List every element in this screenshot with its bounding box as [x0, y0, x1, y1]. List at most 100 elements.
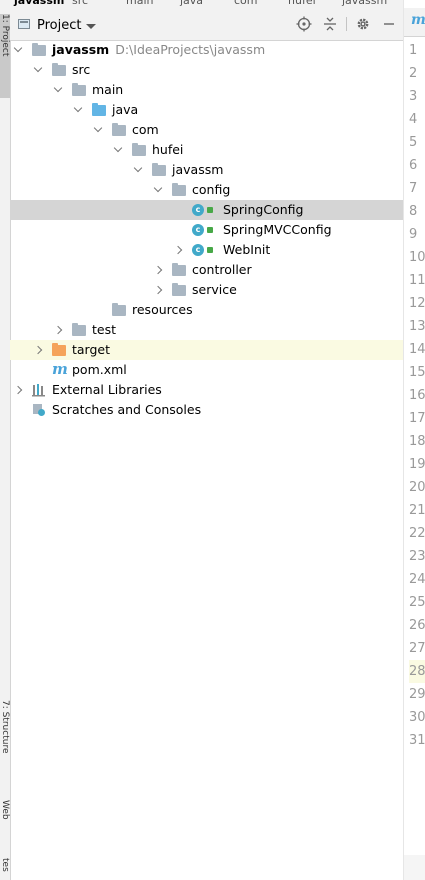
toolbar-separator: [346, 17, 347, 31]
scratches-icon: [32, 403, 46, 420]
editor-scroll-end: [404, 855, 425, 880]
line-number: 14: [409, 342, 425, 357]
class-icon: c: [192, 244, 204, 256]
expand-arrow-icon[interactable]: [73, 103, 83, 113]
project-toolbar: Project: [10, 8, 403, 41]
tree-row-target[interactable]: target: [10, 340, 403, 360]
line-number: 4: [409, 112, 418, 127]
maven-file-icon: m: [411, 12, 425, 28]
tree-node-label: com: [132, 122, 159, 137]
expand-arrow-icon[interactable]: [33, 63, 43, 73]
breadcrumb-item[interactable]: javassm: [342, 0, 388, 7]
line-number: 6: [409, 158, 418, 173]
project-tool-tab[interactable]: 1: Project: [0, 14, 10, 98]
tree-row-hufei[interactable]: hufei: [10, 140, 403, 160]
tree-node-label: src: [72, 62, 91, 77]
line-number: 1: [409, 43, 418, 58]
breadcrumb-item[interactable]: javassm: [14, 0, 65, 7]
tree-row-javassm[interactable]: javassm D:\IdeaProjects\javassm: [10, 40, 403, 60]
collapse-all-icon[interactable]: [322, 16, 338, 32]
web-tool-tab[interactable]: Web: [0, 800, 10, 820]
line-number: 25: [409, 595, 425, 610]
tree-row-javassm[interactable]: javassm: [10, 160, 403, 180]
expand-arrow-icon[interactable]: [153, 183, 163, 193]
breadcrumb-item[interactable]: com: [234, 0, 258, 7]
tree-node-label: resources: [132, 302, 193, 317]
line-number: 15: [409, 365, 425, 380]
tree-row-resources[interactable]: resources: [10, 300, 403, 320]
collapsed-arrow-icon[interactable]: [153, 285, 163, 295]
collapsed-arrow-icon[interactable]: [53, 325, 63, 335]
breadcrumb-item[interactable]: hufei: [288, 0, 316, 7]
package-icon: [152, 163, 166, 176]
line-number: 12: [409, 296, 425, 311]
tree-row-scratches-and-consoles[interactable]: Scratches and Consoles: [10, 400, 403, 420]
collapsed-arrow-icon[interactable]: [153, 265, 163, 275]
tree-node-label: External Libraries: [52, 382, 162, 397]
package-icon: [132, 143, 146, 156]
line-number: 21: [409, 503, 425, 518]
collapsed-arrow-icon[interactable]: [33, 345, 43, 355]
collapsed-arrow-icon[interactable]: [13, 385, 23, 395]
editor-tab[interactable]: m: [404, 8, 425, 37]
tree-node-label: main: [92, 82, 124, 97]
tree-node-label: test: [92, 322, 117, 337]
class-icon: c: [192, 224, 204, 236]
expand-arrow-icon[interactable]: [133, 163, 143, 173]
tree-node-label: javassm: [172, 162, 224, 177]
tree-row-com[interactable]: com: [10, 120, 403, 140]
tree-node-label: hufei: [152, 142, 184, 157]
package-icon: [172, 183, 186, 196]
tree-row-java[interactable]: java: [10, 100, 403, 120]
breadcrumb-item[interactable]: java: [180, 0, 204, 7]
line-number: 22: [409, 526, 425, 541]
tree-row-test[interactable]: test: [10, 320, 403, 340]
tree-node-label: target: [72, 342, 111, 357]
expand-arrow-icon[interactable]: [13, 43, 23, 53]
line-number: 8: [409, 204, 418, 219]
line-number: 10: [409, 250, 425, 265]
gear-icon[interactable]: [355, 16, 371, 32]
project-view-title[interactable]: Project: [37, 18, 82, 33]
minimize-icon[interactable]: [381, 16, 397, 32]
project-path: D:\IdeaProjects\javassm: [115, 42, 266, 57]
tree-node-label: javassm: [52, 42, 110, 57]
line-number: 28: [409, 660, 425, 683]
tree-row-controller[interactable]: controller: [10, 260, 403, 280]
excluded-folder-icon: [52, 343, 66, 356]
module-folder-icon: [32, 43, 46, 56]
structure-tool-tab[interactable]: 7: Structure: [0, 700, 10, 754]
line-number: 18: [409, 434, 425, 449]
expand-arrow-icon[interactable]: [113, 143, 123, 153]
tree-node-label: service: [192, 282, 237, 297]
expand-arrow-icon[interactable]: [93, 123, 103, 133]
lock-icon: [207, 227, 213, 233]
tree-row-main[interactable]: main: [10, 80, 403, 100]
locate-icon[interactable]: [296, 16, 312, 32]
folder-icon: [72, 323, 86, 336]
breadcrumb-item[interactable]: src: [72, 0, 89, 7]
collapsed-arrow-icon[interactable]: [173, 245, 183, 255]
line-number: 19: [409, 457, 425, 472]
tree-row-config[interactable]: config: [10, 180, 403, 200]
favorites-tool-tab[interactable]: tes: [0, 858, 10, 872]
tree-row-service[interactable]: service: [10, 280, 403, 300]
line-number: 24: [409, 572, 425, 587]
package-icon: [172, 283, 186, 296]
expand-arrow-icon[interactable]: [53, 83, 63, 93]
tree-row-external-libraries[interactable]: External Libraries: [10, 380, 403, 400]
chevron-down-icon[interactable]: [86, 24, 96, 29]
libraries-icon: [32, 383, 46, 400]
source-folder-icon: [92, 103, 106, 116]
breadcrumb-item[interactable]: main: [126, 0, 154, 7]
line-number: 9: [409, 227, 418, 242]
tree-row-src[interactable]: src: [10, 60, 403, 80]
line-number: 23: [409, 549, 425, 564]
folder-icon: [52, 63, 66, 76]
tree-node-label: pom.xml: [72, 362, 127, 377]
